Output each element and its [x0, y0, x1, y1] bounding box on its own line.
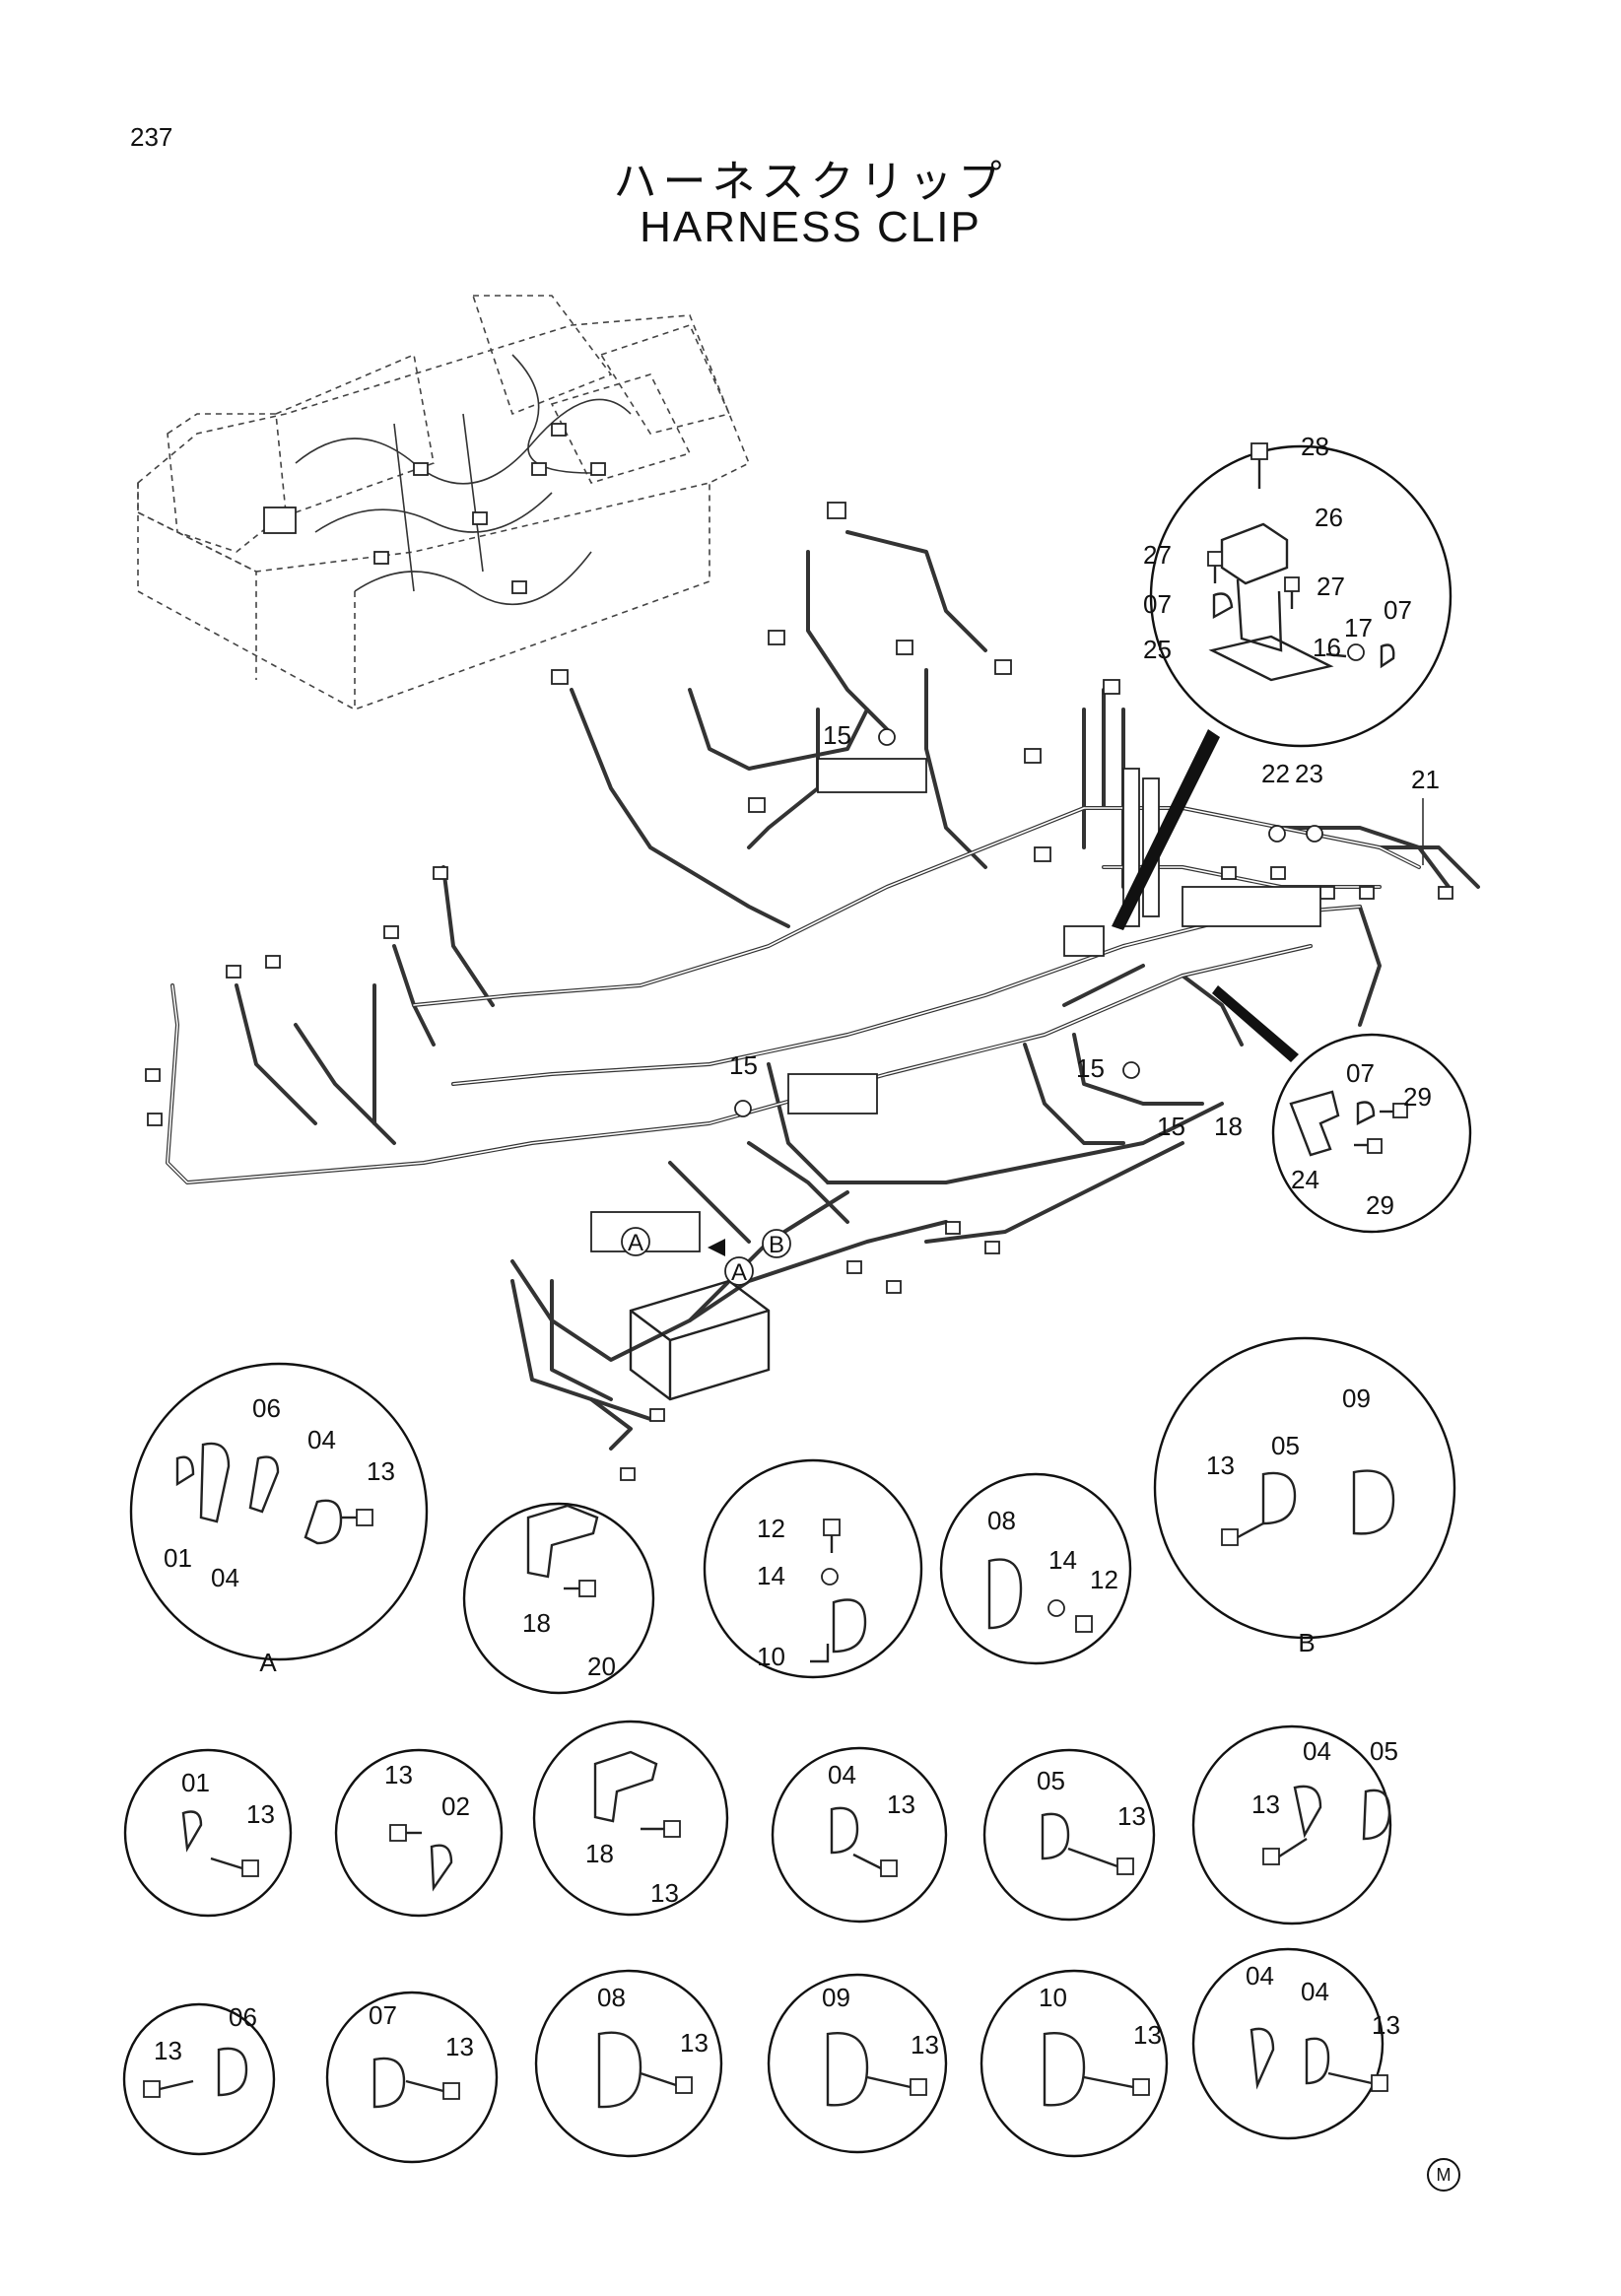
part-04: 04 — [828, 1760, 856, 1790]
part-08: 08 — [987, 1506, 1016, 1535]
callout-22: 22 — [1261, 759, 1290, 788]
detail-08-14-12: 08 14 12 — [939, 1472, 1132, 1665]
detail-b: 09 05 13 B — [1153, 1336, 1456, 1657]
part-17: 17 — [1344, 613, 1373, 642]
row3-details: 06 13 07 13 08 13 09 13 10 13 04 04 13 — [122, 1947, 1400, 2164]
title-japanese: ハーネスクリップ — [613, 157, 1008, 207]
view-marker-a: A — [628, 1230, 643, 1256]
part-08: 08 — [597, 1983, 626, 2012]
part-12: 12 — [757, 1514, 785, 1543]
callout-15: 15 — [1157, 1112, 1185, 1141]
part-13: 13 — [1133, 2020, 1162, 2050]
part-05: 05 — [1370, 1736, 1398, 1766]
part-13: 13 — [367, 1456, 395, 1486]
part-27: 27 — [1143, 540, 1172, 570]
part-02: 02 — [441, 1791, 470, 1821]
part-18: 18 — [585, 1839, 614, 1868]
part-04: 04 — [1303, 1736, 1331, 1766]
callout-15: 15 — [823, 720, 851, 750]
part-13: 13 — [1206, 1451, 1235, 1480]
corner-mark: M — [1427, 2158, 1460, 2192]
part-13: 13 — [1372, 2010, 1400, 2040]
detail-bubble-right: 07 29 24 29 — [1271, 1033, 1472, 1234]
part-06: 06 — [229, 2002, 257, 2032]
callout-15: 15 — [1076, 1053, 1105, 1083]
detail-a: 06 04 13 01 04 A — [129, 1362, 429, 1677]
machine-overview — [137, 295, 751, 710]
part-26: 26 — [1315, 503, 1343, 532]
part-01: 01 — [164, 1543, 192, 1573]
part-07: 07 — [1143, 589, 1172, 619]
part-07: 07 — [369, 2000, 397, 2030]
part-18: 18 — [522, 1608, 551, 1638]
part-27: 27 — [1317, 572, 1345, 601]
part-12: 12 — [1090, 1565, 1118, 1594]
part-14: 14 — [757, 1561, 785, 1590]
detail-12-14-10: 12 14 10 — [703, 1458, 923, 1679]
part-13: 13 — [680, 2028, 709, 2058]
part-16: 16 — [1313, 633, 1341, 662]
part-04: 04 — [307, 1425, 336, 1454]
part-20: 20 — [587, 1652, 616, 1681]
part-10: 10 — [757, 1642, 785, 1671]
part-05: 05 — [1037, 1766, 1065, 1795]
view-label-a: A — [259, 1648, 277, 1677]
part-01: 01 — [181, 1768, 210, 1797]
part-10: 10 — [1039, 1983, 1067, 2012]
view-marker-b: B — [769, 1232, 784, 1258]
part-13: 13 — [887, 1790, 915, 1819]
part-07: 07 — [1346, 1058, 1375, 1088]
main-harness: A A B 15 15 15 15 18 22 23 21 — [145, 502, 1480, 1481]
part-29: 29 — [1366, 1190, 1394, 1220]
part-04: 04 — [1301, 1977, 1329, 2006]
part-28: 28 — [1301, 432, 1329, 461]
part-13: 13 — [445, 2032, 474, 2061]
part-13: 13 — [154, 2036, 182, 2065]
part-25: 25 — [1143, 635, 1172, 664]
view-marker-a: A — [731, 1259, 747, 1286]
part-13: 13 — [246, 1799, 275, 1829]
part-14: 14 — [1048, 1545, 1077, 1575]
part-04: 04 — [1246, 1961, 1274, 1991]
callout-18: 18 — [1214, 1112, 1243, 1141]
part-05: 05 — [1271, 1431, 1300, 1460]
part-29: 29 — [1403, 1082, 1432, 1112]
callout-15: 15 — [729, 1050, 758, 1080]
callout-23: 23 — [1295, 759, 1323, 788]
detail-bubble-top: 28 26 27 27 07 07 25 16 17 — [1143, 432, 1452, 748]
part-13: 13 — [650, 1878, 679, 1908]
part-24: 24 — [1291, 1165, 1319, 1194]
part-06: 06 — [252, 1393, 281, 1423]
part-04: 04 — [211, 1563, 239, 1592]
title-english: HARNESS CLIP — [640, 203, 981, 251]
part-13: 13 — [384, 1760, 413, 1790]
view-label-b: B — [1298, 1628, 1315, 1657]
part-13: 13 — [911, 2030, 939, 2060]
part-09: 09 — [1342, 1384, 1371, 1413]
part-13: 13 — [1117, 1801, 1146, 1831]
part-09: 09 — [822, 1983, 850, 2012]
part-13: 13 — [1251, 1790, 1280, 1819]
row2-details: 01 13 13 02 18 13 04 13 05 13 04 05 13 — [123, 1720, 1398, 1925]
page-number: 237 — [130, 122, 173, 152]
detail-18-20: 18 20 — [462, 1502, 655, 1695]
callout-21: 21 — [1411, 765, 1440, 794]
part-07: 07 — [1384, 595, 1412, 625]
